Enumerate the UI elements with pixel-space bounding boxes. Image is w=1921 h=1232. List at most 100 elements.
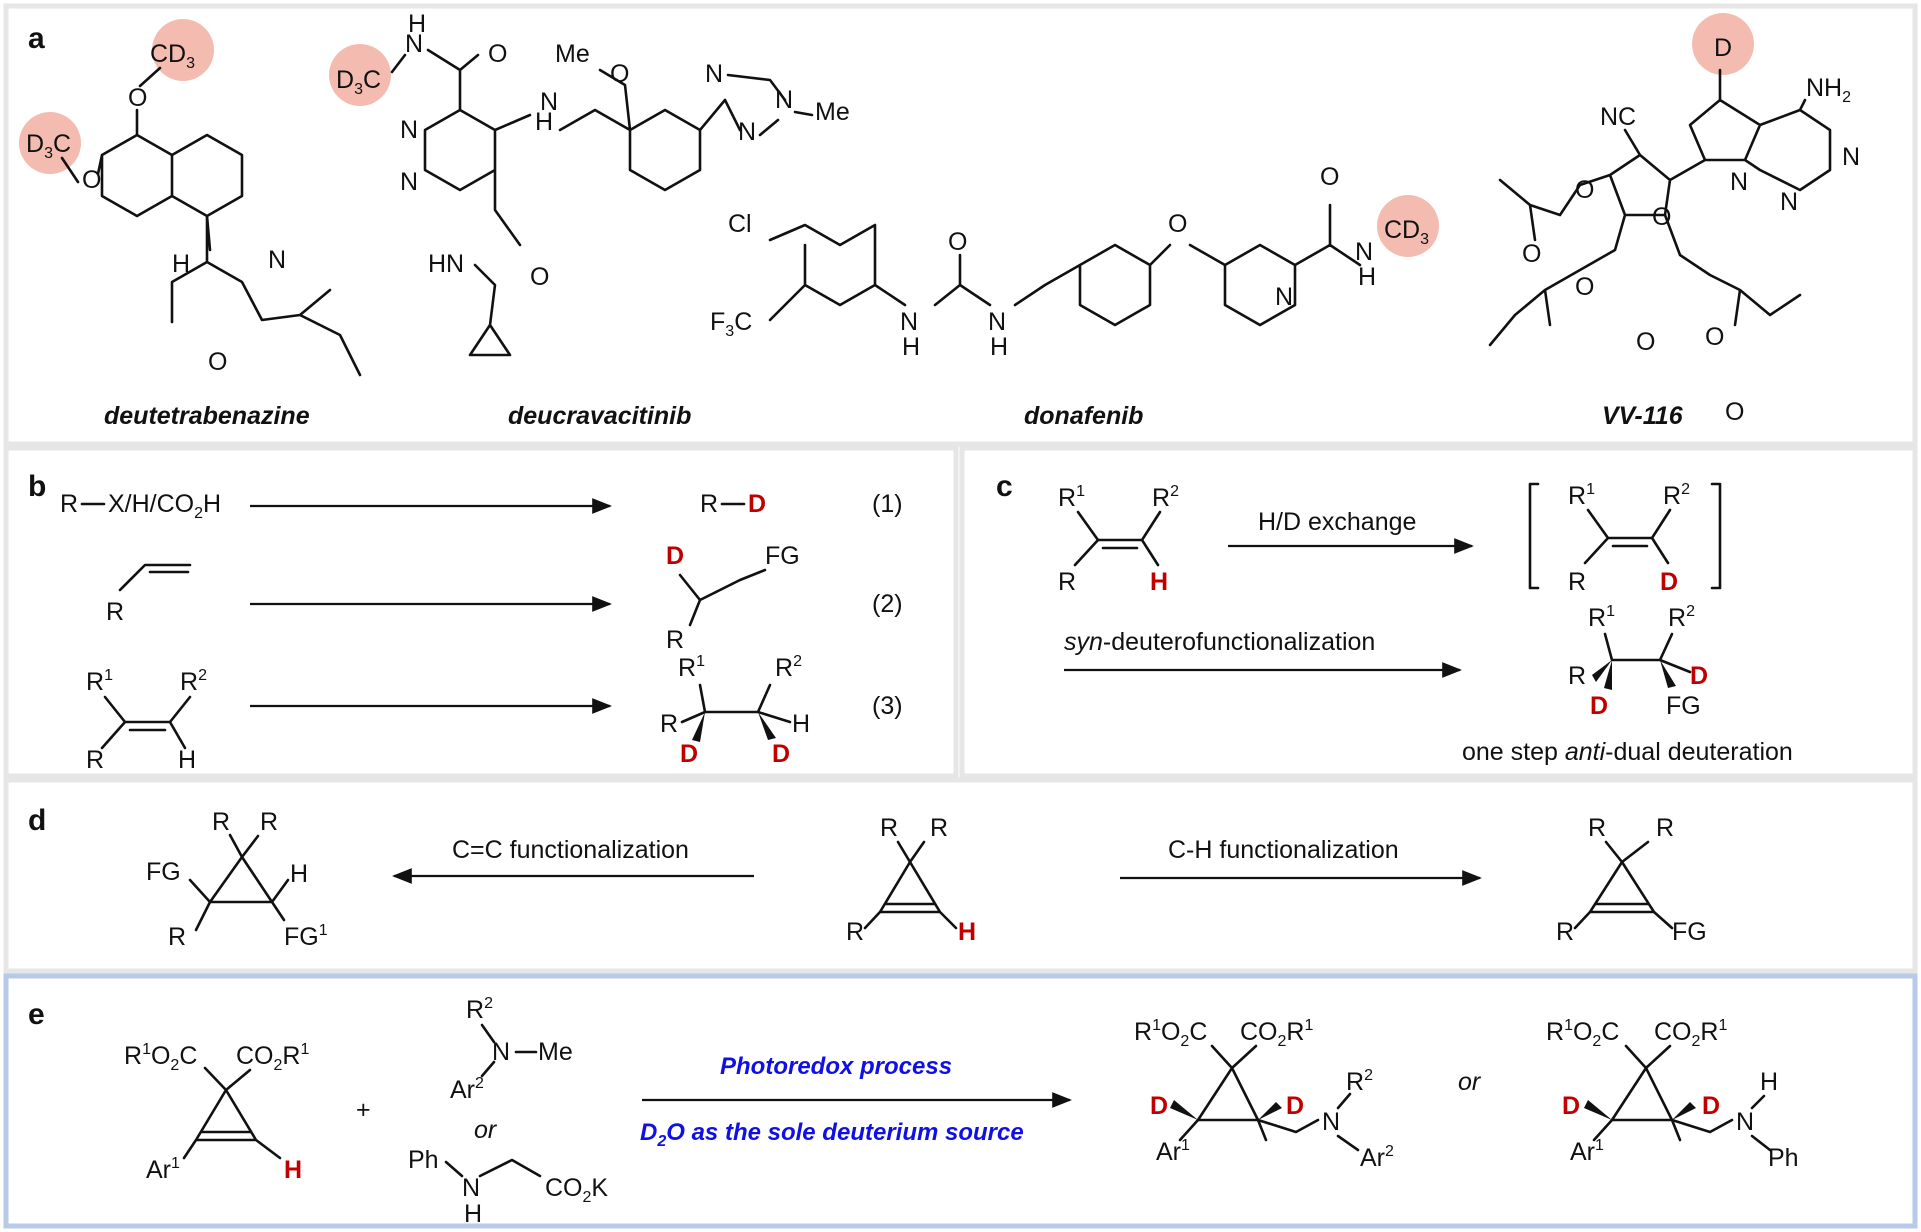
c-p2-r: R [1568,662,1586,690]
eq3-p-d2: D [772,740,790,768]
c-product-1: R1 R2 R D [1528,481,1722,596]
e-amine-reagent: R2 N Me Ar2 [450,995,573,1104]
nh-label: N [540,88,558,116]
e-p2-d2: D [1702,1092,1720,1120]
wedge-bond [692,712,705,742]
wedge-bond [1604,660,1612,690]
d-right-fg: FG [1672,918,1707,946]
nh-label: HN [428,250,464,278]
nitrogen-label: N [268,246,286,274]
deutetrabenazine-structure: CD3 D3C O O N H O deutetrabenazine [19,19,362,430]
bond [444,1158,542,1178]
e-or-products: or [1458,1068,1482,1096]
d-center-h: H [958,918,976,946]
nh-label: N [405,30,423,58]
drug-name-vv116: VV-116 [1602,402,1684,430]
vv116-structure: D NH2 NC O O O O O O O N N N VV-116 [1488,13,1860,430]
equation-3: R1 R2 R H R1 R2 R H D D (3) [86,653,903,774]
e-product-2: R1O2C CO2R1 D D Ar1 N H Ph [1546,1017,1799,1172]
wedge-bond [1592,660,1612,682]
eq2-number: (2) [872,590,903,618]
c-p1-r: R [1568,568,1586,596]
d-left-r1: R [212,808,230,836]
e-gly-ph: Ph [408,1146,439,1174]
bond [480,1023,538,1078]
bond [60,66,362,377]
nitrile-label: NC [1600,103,1636,131]
cd3-highlight [329,44,391,106]
carbonyl-oxygen-label: O [208,348,227,376]
triazole-n-label: N [738,118,756,146]
panel-c-letter: c [996,470,1013,503]
nh-label: N [900,308,918,336]
eq2-product-r: R [666,626,684,654]
c-sub-r2: R2 [1152,483,1179,512]
c-p2-r2: R2 [1668,603,1695,632]
panel-b-frame [3,445,959,779]
nh-label: H [902,333,920,361]
oxygen-label: O [128,84,147,112]
c-p1-d: D [1660,568,1678,596]
d-center-r1: R [880,814,898,842]
e-p1-ester-right: CO2R1 [1240,1017,1313,1050]
panel-b-letter: b [28,470,46,503]
cd3-highlight [19,112,81,174]
hydrogen-label: H [172,250,190,278]
e-p1-d1: D [1150,1092,1168,1120]
d-right-label: C-H functionalization [1168,836,1399,864]
donafenib-structure: CD3 Cl F3C N H O N H O O N N H donafenib [710,163,1439,430]
bond [1603,632,1692,674]
c-p2-d1: D [1690,662,1708,690]
d-center-substrate: R R R H [846,814,976,946]
e-p1-r2: R2 [1346,1067,1373,1096]
carbonyl-oxygen-label: O [1320,163,1339,191]
e-gly-co2k: CO2K [545,1174,608,1206]
eq3-p-r2: R2 [775,653,802,682]
d-left-product: R R FG H R FG1 [146,808,328,951]
bond [678,568,767,627]
chlorine-label: Cl [728,210,752,238]
c-p2-fg: FG [1666,692,1701,720]
panel-d-letter: d [28,804,46,837]
c-p2-r1: R1 [1588,603,1615,632]
c-p1-r2: R2 [1663,481,1690,510]
carbonyl-oxygen-label: O [1636,328,1655,356]
cd3-highlight [1377,195,1439,257]
c-sub-r: R [1058,568,1076,596]
bracket [1528,482,1722,590]
eq2-product-d: D [666,542,684,570]
bond [118,563,192,592]
bond [768,203,1362,327]
d-left-fg1: FG1 [284,922,328,951]
d-left-label: C=C functionalization [452,836,689,864]
eq1-product-d: D [748,490,766,518]
eq3-h: H [178,746,196,774]
d-right-r3: R [1556,918,1574,946]
panel-a-letter: a [28,22,45,55]
c-p2-d2: D [1590,692,1608,720]
wedge-bond [1170,1100,1198,1120]
e-sm-ester-left: R1O2C [124,1041,197,1074]
carbonyl-oxygen-label: O [1725,398,1744,426]
methoxy-label: Me [555,40,590,68]
d-center-r2: R [930,814,948,842]
e-sm-ester-right: CO2R1 [236,1041,309,1074]
e-p1-d2: D [1286,1092,1304,1120]
e-p1-ar2: Ar2 [1360,1143,1394,1172]
e-p2-d1: D [1562,1092,1580,1120]
e-p1-n: N [1322,1108,1340,1136]
e-condition-2: D2O as the sole deuterium source [640,1119,1024,1150]
bond [863,840,958,930]
nh2-label: NH2 [1806,74,1851,106]
d-left-r2: R [260,808,278,836]
oxygen-label: O [82,166,101,194]
nh-label: H [1358,263,1376,291]
oxygen-label: O [610,60,629,88]
eq2-product-fg: FG [765,542,800,570]
hydrogen-label: H [408,10,426,38]
e-p2-ar: Ar1 [1570,1137,1604,1166]
d-right-r2: R [1656,814,1674,842]
panel-e-letter: e [28,998,45,1031]
eq3-r2: R2 [180,667,207,696]
